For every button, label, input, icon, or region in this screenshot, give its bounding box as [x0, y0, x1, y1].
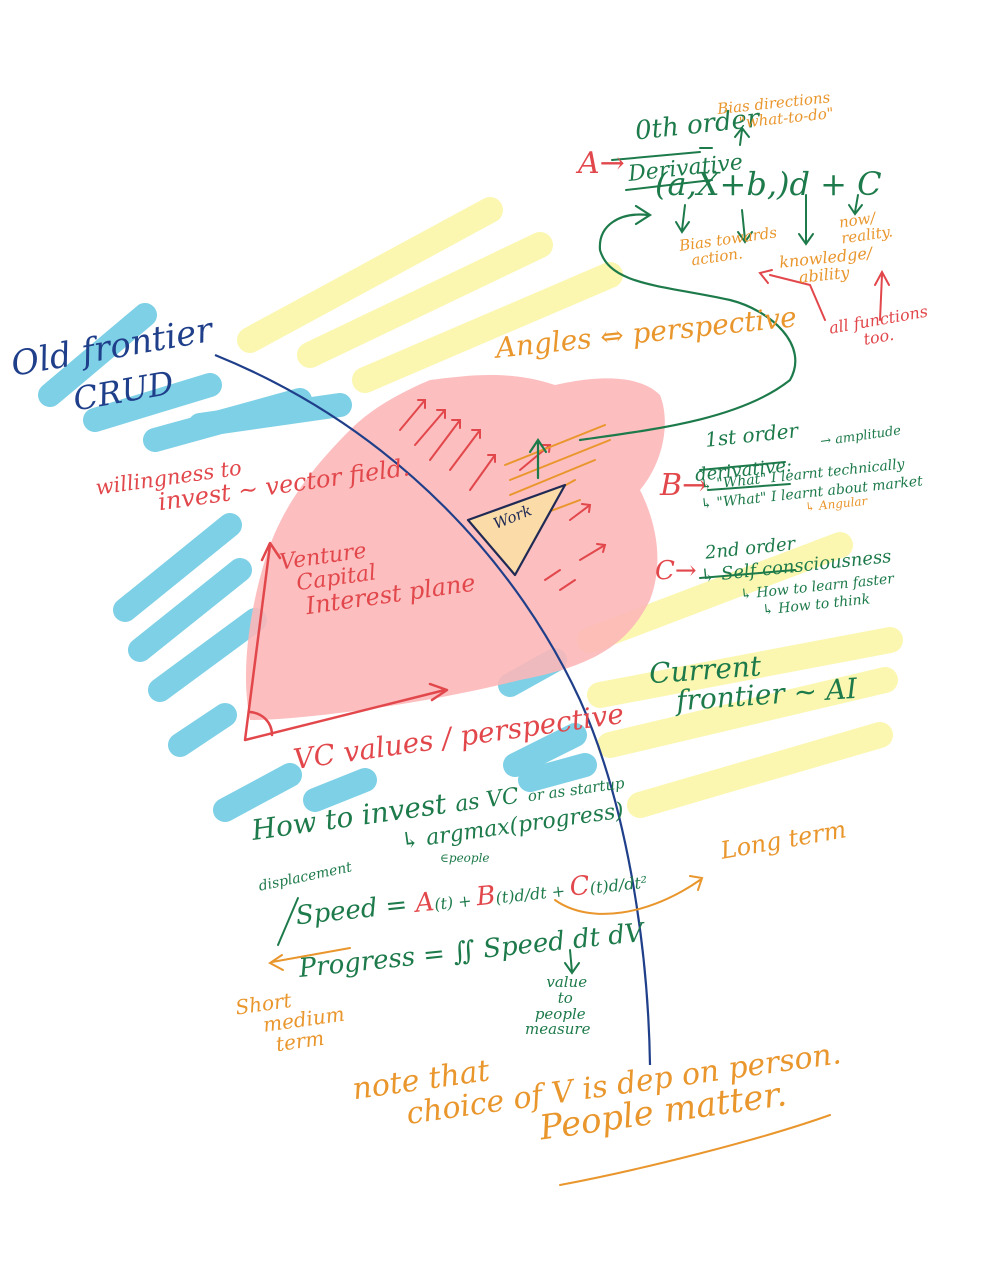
b-marker: B→ — [660, 468, 708, 503]
epeople-label: ∈people — [440, 851, 490, 865]
venture-capital-triangle — [243, 541, 449, 742]
speed-annotations — [268, 875, 831, 1186]
value-line1: value — [546, 973, 588, 991]
value-line4: measure — [525, 1020, 591, 1039]
speed-a: A — [413, 887, 436, 919]
loop-connector — [578, 213, 797, 442]
speed-b: B — [474, 880, 497, 913]
speed-t3: (t)d/dt² — [588, 872, 649, 898]
derivative-annotations — [611, 126, 890, 579]
value-line3: people — [534, 1004, 586, 1023]
loop-arrow-head — [634, 204, 653, 226]
value-line2: to — [557, 988, 573, 1007]
speed-t1: (t) + — [433, 890, 478, 914]
a-marker: A→ — [578, 146, 625, 181]
work-triangle — [466, 483, 567, 577]
c-marker: C→ — [655, 556, 697, 586]
zeroth-formula: (a,X+b,)d + C — [655, 165, 882, 203]
vector-field-arrows — [399, 399, 607, 591]
speed-c: C — [568, 870, 592, 903]
frontier-arc — [214, 353, 652, 1066]
amplitude-arrow — [528, 438, 548, 480]
value-to-people-label: value to people measure — [525, 973, 591, 1039]
cyan-highlight-strokes — [38, 303, 597, 822]
interest-plane-fill — [245, 375, 665, 720]
